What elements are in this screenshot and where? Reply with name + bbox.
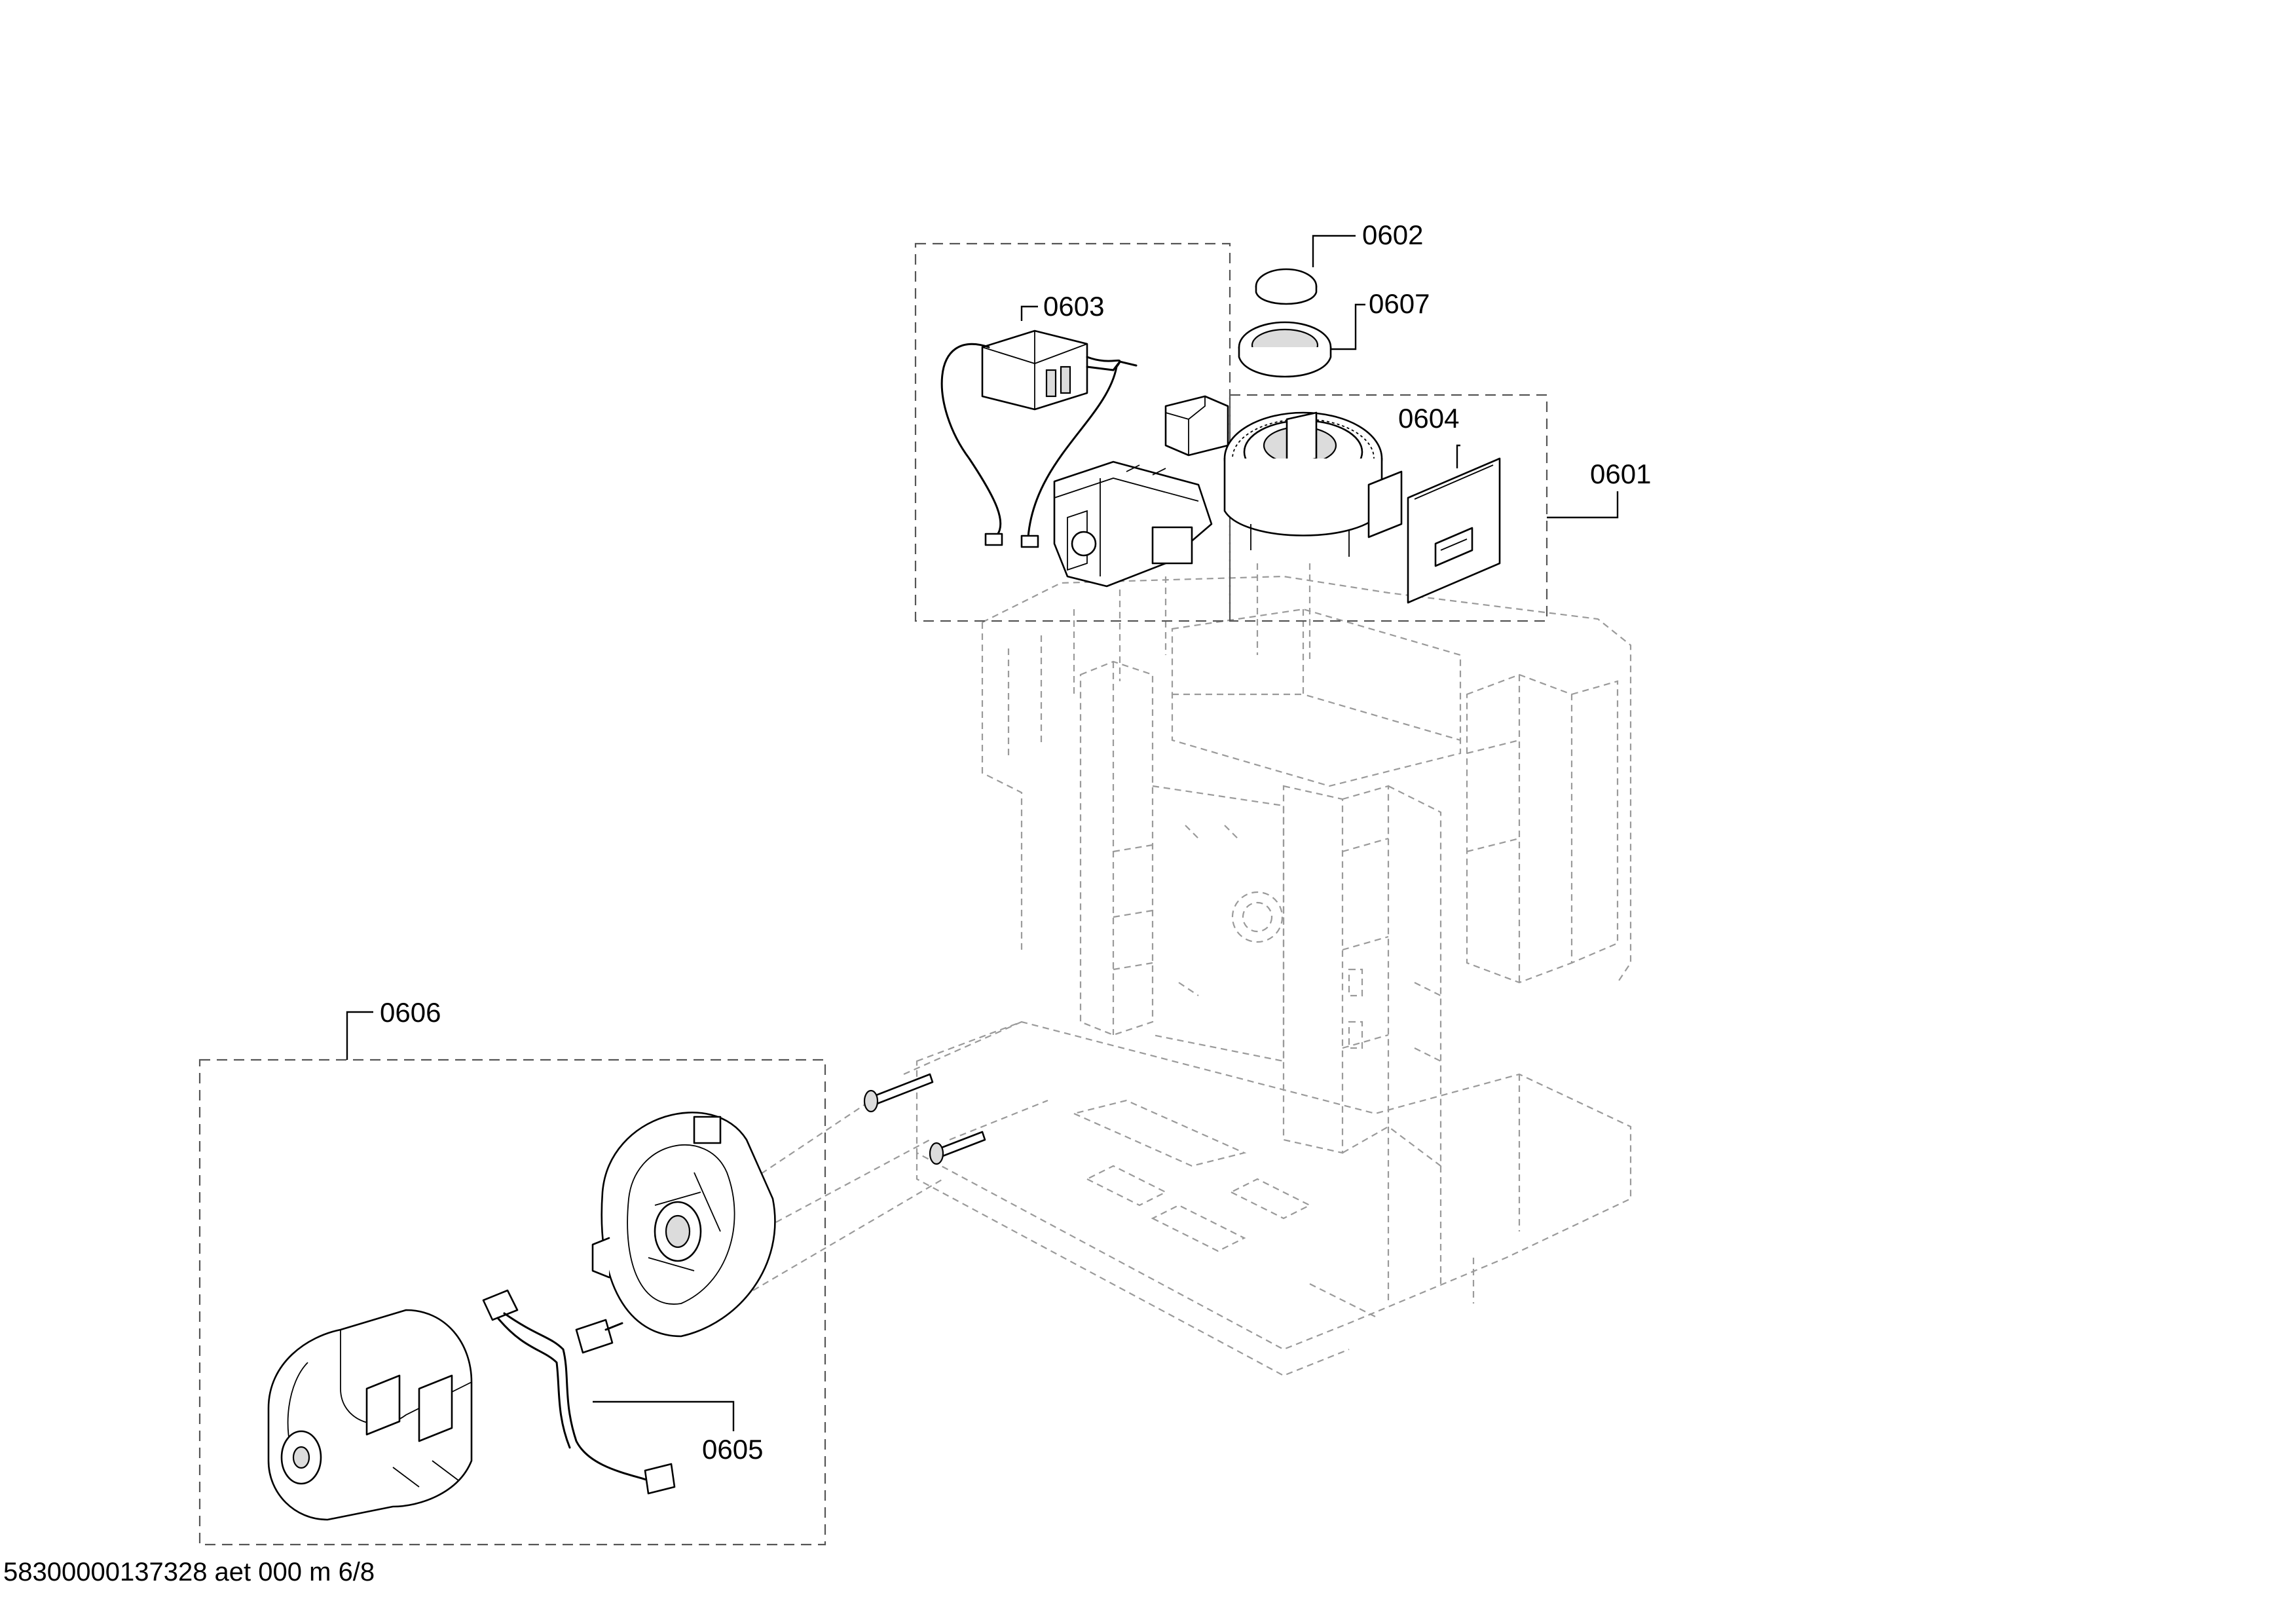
callout-0607: 0607 <box>1369 288 1430 319</box>
leader-0601 <box>1547 491 1619 519</box>
callout-0602: 0602 <box>1362 219 1424 250</box>
leader-0607 <box>1331 303 1365 350</box>
grinder-ring <box>1223 411 1403 557</box>
fan-assembly-group <box>198 1011 1048 1546</box>
callout-0603: 0603 <box>1043 291 1105 322</box>
leader-0606 <box>346 1011 373 1060</box>
leader-0604 <box>1456 444 1460 468</box>
group-box-0606 <box>198 1059 826 1546</box>
grinder-body <box>1053 395 1229 588</box>
housing-frame-ghost <box>916 563 1632 1377</box>
callout-0601: 0601 <box>1590 459 1652 489</box>
plate-part-0604 <box>1407 457 1501 604</box>
callout-0606: 0606 <box>380 997 441 1028</box>
motor-housing <box>267 1309 473 1521</box>
transformer-part-0603 <box>940 329 1138 548</box>
leader-0602 <box>1312 235 1356 267</box>
callout-0605: 0605 <box>702 1434 764 1465</box>
callout-0604: 0604 <box>1398 403 1460 434</box>
screw-lower <box>929 1131 986 1165</box>
document-code: 58300000137328 aet 000 m 6/8 <box>3 1558 375 1586</box>
top-assembly-group <box>914 235 1619 622</box>
seal-ring-part-0607 <box>1238 321 1332 378</box>
wiring-harness-part-0605 <box>482 1289 676 1495</box>
leader-0605 <box>593 1400 735 1431</box>
leader-0603 <box>1020 305 1038 321</box>
fan-housing <box>591 1112 776 1338</box>
cap-part-0602 <box>1255 268 1318 305</box>
screw-upper <box>863 1073 934 1113</box>
